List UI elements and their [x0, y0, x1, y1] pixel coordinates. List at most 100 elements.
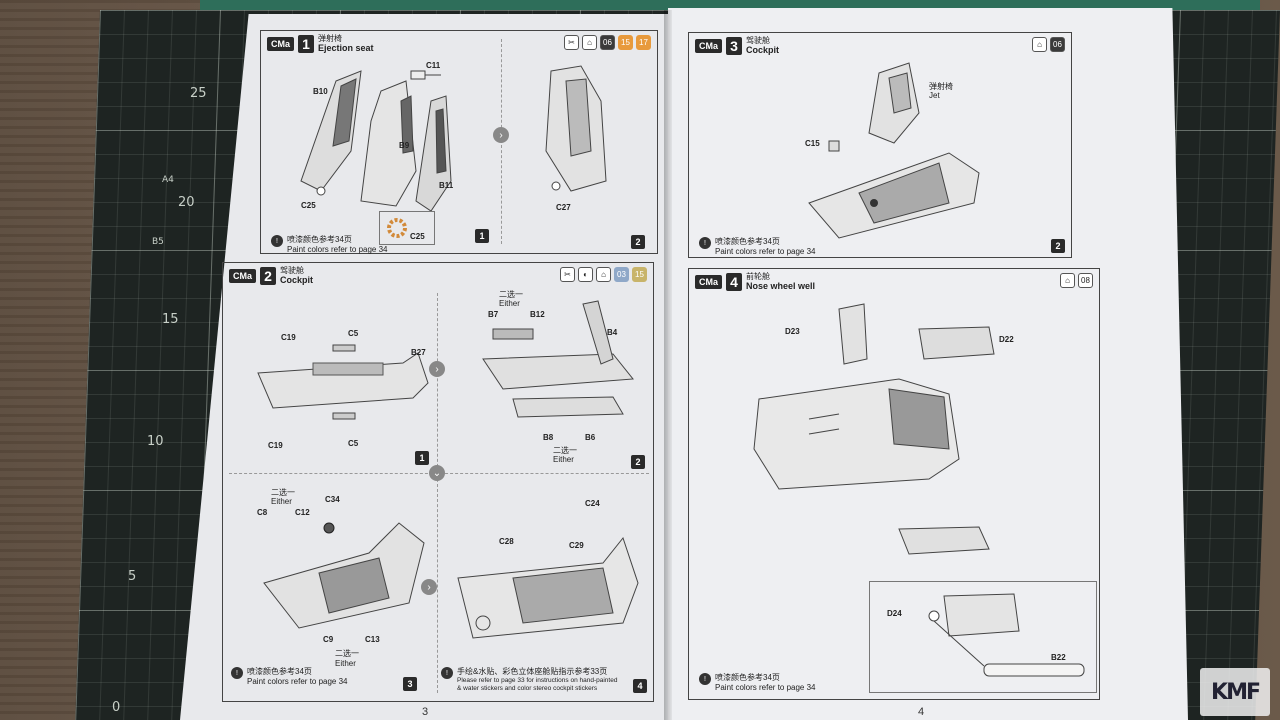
step-4-header: CMa 4 前轮舱 Nose wheel well: [695, 272, 816, 292]
part-label: B27: [411, 348, 426, 357]
cockpit-panel-drawing: [482, 300, 634, 418]
step-1-header: CMa 1 弹射椅 Ejection seat: [267, 34, 374, 54]
warning-icon: !: [699, 237, 711, 249]
tool-icon: ✂: [564, 35, 579, 50]
part-label: B4: [607, 328, 618, 337]
part-label: B7: [488, 310, 499, 319]
paint-note: ! 喷漆颜色参考34页 Paint colors refer to page 3…: [231, 667, 348, 687]
seat-label-en: Jet: [929, 91, 940, 100]
part-label: C19: [268, 441, 283, 450]
tool-icon: ✂: [560, 267, 575, 282]
mat-number: 10: [147, 434, 164, 449]
part-label: C12: [295, 508, 310, 517]
part-label: C5: [348, 439, 359, 448]
step-title-cn: 前轮舱: [746, 272, 771, 281]
paint-code: 03: [614, 267, 629, 282]
note-cn: 喷漆颜色参考34页: [715, 673, 780, 682]
note-cn: 喷漆颜色参考34页: [247, 667, 312, 676]
cockpit-assembled-drawing: [457, 536, 639, 639]
mat-number: 15: [162, 312, 179, 327]
part-label: C15: [805, 139, 820, 148]
part-label: B11: [439, 181, 454, 190]
part-label: C25: [301, 201, 316, 210]
inset-label: C25: [410, 232, 425, 241]
arrow-right-icon: ›: [429, 361, 445, 377]
ejection-seat-drawing: [300, 70, 452, 212]
mat-number: 0: [112, 700, 121, 715]
warning-icon: !: [699, 673, 711, 685]
sub-step-badge: 3: [403, 677, 417, 691]
part-label: C5: [348, 329, 359, 338]
c25-inset: C25: [379, 211, 435, 245]
step-number: 3: [726, 37, 743, 56]
sub-step-badge: 4: [633, 679, 647, 693]
note-en: & water stickers and color stereo cockpi…: [457, 685, 598, 693]
step-title-cn: 弹射椅: [318, 34, 343, 43]
paint-code: 06: [1050, 37, 1065, 52]
either-cn: 二选一: [335, 649, 359, 658]
step-tag: CMa: [267, 37, 295, 52]
part-label: C13: [365, 635, 380, 644]
note-en: Paint colors refer to page 34: [715, 683, 816, 692]
part-label: C8: [257, 508, 268, 517]
part-label: C9: [323, 635, 334, 644]
note-cn: 喷漆颜色参考34页: [715, 237, 780, 246]
step-1-box: CMa 1 弹射椅 Ejection seat ✂ ⌂ 06 15 17 › B…: [260, 30, 658, 254]
part-label: B10: [313, 87, 328, 96]
sticker-note: ! 手绘&水贴、彩色立体座舱贴指示参考33页 Please refer to p…: [441, 667, 617, 693]
part-label: B6: [585, 433, 596, 442]
arrow-right-icon: ›: [421, 579, 437, 595]
instruction-page-4: [668, 8, 1188, 720]
step-number: 1: [298, 35, 315, 54]
step-title-en: Cockpit: [746, 44, 780, 55]
sub-step-badge: 2: [631, 455, 645, 469]
paint-note: ! 喷漆颜色参考34页 Paint colors refer to page 3…: [271, 235, 388, 255]
sub-step-badge: 2: [631, 235, 645, 249]
arrow-down-icon: ⌄: [429, 465, 445, 481]
page-number-right: 4: [918, 706, 925, 718]
step-number: 4: [726, 273, 743, 292]
glue-icon: ⌂: [582, 35, 597, 50]
sub-step-badge: 1: [475, 229, 489, 243]
step-tag: CMa: [229, 269, 257, 284]
step-3-box: CMa 3 驾驶舱 Cockpit ⌂ 06 弹射椅 Jet C15 ! 喷漆颜…: [688, 32, 1072, 258]
paint-icons: ⌂ 06: [1032, 37, 1065, 52]
part-label: B22: [1051, 653, 1066, 662]
note-en: Paint colors refer to page 34: [715, 247, 816, 256]
arrow-right-icon: ›: [493, 127, 509, 143]
decal-icon: ◐: [578, 267, 593, 282]
mat-number: 20: [178, 195, 195, 210]
sub-step-badge: 1: [415, 451, 429, 465]
step-4-box: CMa 4 前轮舱 Nose wheel well ⌂ 08 D23 D22 D…: [688, 268, 1100, 700]
paint-code: 17: [636, 35, 651, 50]
booklet-spine: [664, 10, 672, 720]
part-label: C28: [499, 537, 514, 546]
step-title-cn: 驾驶舱: [746, 36, 771, 45]
paint-code: 15: [632, 267, 647, 282]
green-mat-edge: [200, 0, 1260, 10]
either-en: Either: [499, 299, 520, 308]
note-en: Paint colors refer to page 34: [287, 245, 388, 254]
step-2-box: CMa 2 驾驶舱 Cockpit ✂ ◐ ⌂ 03 15 › ⌄ › C19 …: [222, 262, 654, 702]
part-label: D23: [785, 327, 800, 336]
either-cn: 二选一: [553, 446, 577, 455]
part-label: B12: [530, 310, 545, 319]
watermark-logo: KMF: [1200, 668, 1270, 716]
part-label: C29: [569, 541, 584, 550]
step-2-header: CMa 2 驾驶舱 Cockpit: [229, 266, 313, 286]
mat-number: A4: [162, 175, 174, 185]
part-label: D24: [887, 609, 902, 618]
warning-icon: !: [441, 667, 453, 679]
note-en: Paint colors refer to page 34: [247, 677, 348, 686]
page-number-left: 3: [422, 706, 429, 718]
paint-icons: ✂ ◐ ⌂ 03 15: [560, 267, 647, 282]
part-label: C27: [556, 203, 571, 212]
paint-code: 06: [600, 35, 615, 50]
step-number: 2: [260, 267, 277, 286]
step-title-en: Nose wheel well: [746, 280, 816, 291]
paint-note: ! 喷漆颜色参考34页 Paint colors refer to page 3…: [699, 673, 816, 693]
part-label: C24: [585, 499, 600, 508]
paint-code: 15: [618, 35, 633, 50]
cockpit-seat-install-drawing: [808, 62, 980, 239]
note-cn: 喷漆颜色参考34页: [287, 235, 352, 244]
